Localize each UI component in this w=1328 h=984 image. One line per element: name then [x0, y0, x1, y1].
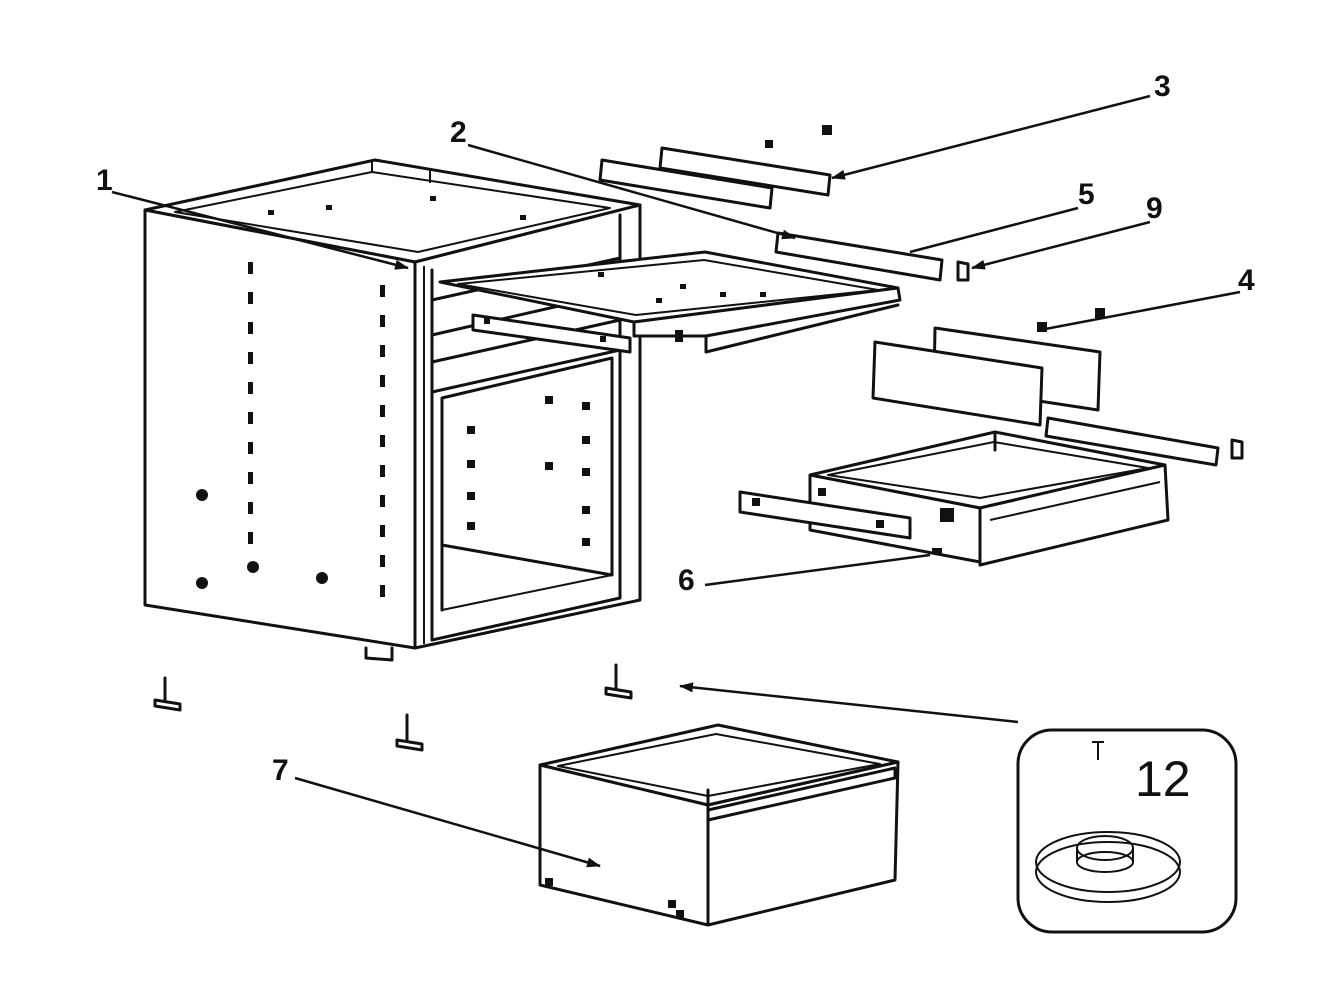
callout-1: 1 [96, 164, 113, 197]
leveling-feet [153, 663, 633, 752]
extended-drawer [438, 250, 902, 354]
cabinet-body [143, 158, 642, 662]
callout-7: 7 [272, 754, 289, 787]
callout-3: 3 [1154, 70, 1171, 103]
slide-rail-part-5 [774, 231, 970, 282]
detail-badge-leveling-foot: 12 [1016, 728, 1238, 934]
detail-badge-label: 12 [1135, 751, 1191, 807]
drawer-part-6 [738, 416, 1244, 567]
drawer-part-7 [538, 723, 900, 927]
callout-5: 5 [1078, 178, 1095, 211]
callout-6: 6 [678, 564, 695, 597]
callout-9: 9 [1146, 192, 1163, 225]
slide-rails-top [598, 125, 832, 210]
callout-4: 4 [1238, 264, 1255, 297]
leader-lines [111, 94, 1241, 868]
callout-labels: 1 2 3 4 5 6 7 9 [96, 70, 1255, 787]
slide-rails-part-4 [871, 308, 1105, 427]
callout-2: 2 [450, 116, 467, 149]
side-panel-holes [196, 262, 385, 597]
